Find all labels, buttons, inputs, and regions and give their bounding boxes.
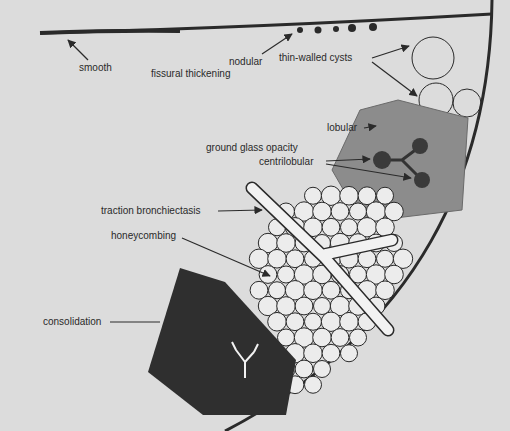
feature-label: ground glass opacity xyxy=(205,142,299,154)
feature-label: traction bronchiectasis xyxy=(100,205,202,217)
traction-bronchiectasis xyxy=(252,188,392,330)
feature-label: centrilobular xyxy=(258,156,314,168)
feature-label: nodular xyxy=(228,56,263,68)
consolidation-area xyxy=(148,268,296,415)
air-bronchogram xyxy=(232,342,258,378)
fissure-line xyxy=(40,14,492,33)
smooth-thickening xyxy=(40,31,180,33)
feature-label: fissural thickening xyxy=(150,68,231,80)
thin-walled-cysts xyxy=(412,37,481,117)
feature-label: consolidation xyxy=(42,316,102,328)
feature-label: smooth xyxy=(78,62,113,74)
centrilobular-nodules xyxy=(373,138,430,188)
feature-label: honeycombing xyxy=(110,230,177,242)
feature-label: lobular xyxy=(326,122,358,134)
leader-arrows xyxy=(68,34,417,322)
fissural-nodules xyxy=(297,23,377,34)
feature-label: thin-walled cysts xyxy=(278,52,353,64)
ground-glass-lobule xyxy=(332,100,468,222)
